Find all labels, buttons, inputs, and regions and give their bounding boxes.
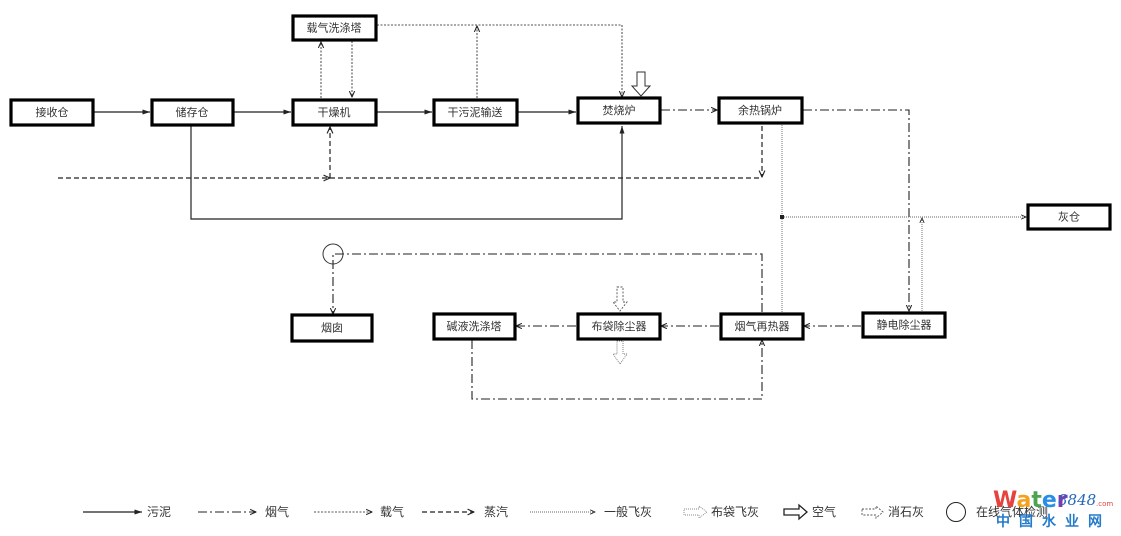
flow-scrubber-to-incinerator [377,24,622,97]
flue-gas-flows [333,109,909,400]
bag-fly-ash-outlet-arrow [612,340,628,365]
legend-label: 布袋飞灰 [711,505,759,519]
node-label: 载气洗涤塔 [307,21,362,35]
node-flue-gas-reheater[interactable]: 烟气再热器 [719,312,805,341]
watermark-number: 8848 [1058,491,1096,509]
node-label: 布袋除尘器 [592,319,647,333]
legend-item-online-gas-monitoring: 在线气体检测 [946,502,1048,522]
legend-label: 一般飞灰 [604,504,652,519]
flow-storage-bypass-to-incinerator [190,126,625,220]
node-waste-heat-boiler[interactable]: 余热锅炉 [717,96,804,125]
node-incinerator[interactable]: 焚烧炉 [576,96,662,125]
node-storage-bin[interactable]: 储存仓 [150,98,235,127]
fly-ash-flows [780,125,1026,312]
legend-item-general-fly-ash: 一般飞灰 [530,504,652,519]
watermark-suffix: .com [1096,500,1113,508]
node-label: 干燥机 [318,105,351,119]
steam-flows [58,126,762,178]
node-dry-sludge-conveyor[interactable]: 干污泥输送 [432,98,519,127]
node-dryer[interactable]: 干燥机 [291,98,378,127]
watermark-brand: Water [993,488,1068,513]
sludge-flows [94,109,625,220]
watermark-logo: Water 8848 .com 中国水业网 [993,488,1113,530]
slaked-lime-inlet-arrow [612,286,628,312]
node-electrostatic-precipitator[interactable]: 静电除尘器 [861,311,947,339]
legend-label: 在线气体检测 [976,504,1048,519]
node-label: 焚烧炉 [603,104,636,117]
flow-reheater-to-chimney [333,253,763,314]
node-chimney[interactable]: 烟囱 [290,313,374,343]
legend-item-flue-gas: 烟气 [198,504,289,519]
legend-item-bag-fly-ash: 布袋飞灰 [683,505,759,519]
flow-boiler-to-esp [803,109,909,311]
flow-alkali-to-reheater [471,340,762,400]
legend-item-steam: 蒸汽 [422,504,508,519]
node-label: 静电除尘器 [877,318,932,332]
node-receiving-bin[interactable]: 接收仓 [9,98,95,127]
node-label: 储存仓 [176,105,209,119]
legend-label: 烟气 [265,504,289,519]
legend-item-carrier-gas: 载气 [314,504,404,519]
node-label: 干污泥输送 [448,105,503,119]
legend-item-slaked-lime: 消石灰 [861,505,924,519]
carrier-gas-flows [321,24,622,98]
node-carrier-gas-scrubber[interactable]: 载气洗涤塔 [291,14,378,42]
watermark-chinese: 中国水业网 [996,513,1111,530]
node-bag-filter[interactable]: 布袋除尘器 [576,312,662,341]
legend-label: 污泥 [147,505,171,519]
node-alkali-scrubber[interactable]: 碱液洗涤塔 [432,312,517,341]
online-gas-monitor-icon [322,243,344,265]
node-label: 烟气再热器 [735,319,790,333]
legend-item-air: 空气 [783,503,836,521]
legend-item-sludge: 污泥 [83,505,171,519]
legend: 污泥 烟气 载气 蒸汽 一般飞灰 布袋飞灰 空气 消石灰 [83,502,1048,522]
legend-label: 空气 [812,504,836,519]
node-ash-bin[interactable]: 灰仓 [1026,203,1112,231]
node-label: 碱液洗涤塔 [447,319,502,333]
legend-label: 载气 [380,504,404,519]
node-label: 灰仓 [1058,210,1080,224]
node-label: 余热锅炉 [738,103,782,117]
legend-air-arrow [783,503,808,521]
ash-junction [780,215,784,219]
node-label: 接收仓 [36,105,69,119]
legend-label: 消石灰 [888,505,924,519]
node-label: 烟囱 [321,321,343,335]
legend-lime-arrow [861,505,884,519]
air-inlet-arrow [630,71,652,97]
legend-bag-ash-arrow [683,505,708,519]
legend-monitor-circle-icon [946,502,966,522]
legend-label: 蒸汽 [484,504,508,519]
